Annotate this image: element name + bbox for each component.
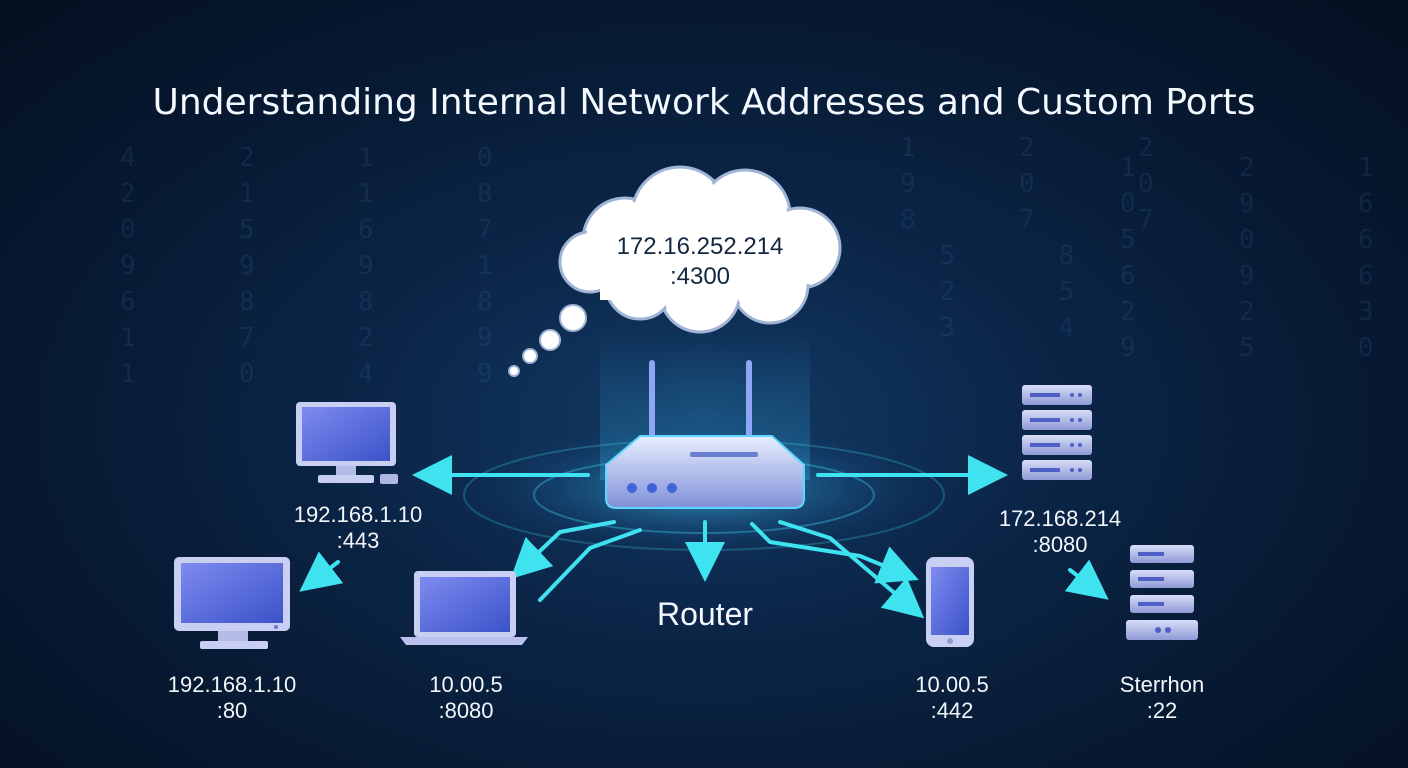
thought-cloud <box>508 165 842 377</box>
device-port: :80 <box>216 698 248 723</box>
device-port: :442 <box>930 698 974 723</box>
background-digits: 1 2 1 7 0 9 6 7 5 0 6 9 6 9 6 6 2 2 3 8 … <box>1120 153 1398 363</box>
laptop-icon <box>400 571 528 645</box>
server-icon <box>1126 545 1198 640</box>
background-digits: 1 2 2 9 0 0 8 7 7 5 8 2 5 3 4 <box>900 133 1178 343</box>
cloud-port: :4300 <box>669 263 731 290</box>
device-ip: 192.168.1.10 <box>167 672 297 697</box>
device-port: :443 <box>336 528 380 553</box>
phone-address-label: 10.00.5 :442 <box>872 672 1032 724</box>
device-port: :8080 <box>438 698 494 723</box>
router-label: Router <box>656 596 754 632</box>
desktop-address-label: 192.168.1.10 :443 <box>268 502 448 554</box>
background-digits: 4 2 1 0 2 1 1 8 0 5 6 7 9 9 9 1 6 8 8 8 … <box>120 143 517 389</box>
desktop-monitor-icon <box>296 402 398 484</box>
device-ip: Sterrhon <box>1119 672 1205 697</box>
device-ip: 192.168.1.10 <box>293 502 423 527</box>
device-ip: 10.00.5 <box>429 672 503 697</box>
cloud-ip: 172.16.252.214 <box>616 233 784 260</box>
monitor-address-label: 192.168.1.10 :80 <box>142 672 322 724</box>
connection-arrows <box>299 455 1109 619</box>
server-stack-icon <box>1022 385 1092 480</box>
cloud-address: 172.16.252.214 :4300 <box>590 232 810 292</box>
diagram-title: Understanding Internal Network Addresses… <box>152 82 1256 123</box>
device-port: :22 <box>1146 698 1178 723</box>
monitor-icon <box>174 557 290 649</box>
device-ip: 172.168.214 <box>998 506 1122 531</box>
laptop-address-label: 10.00.5 :8080 <box>386 672 546 724</box>
server-address-label: Sterrhon :22 <box>1082 672 1242 724</box>
smartphone-icon <box>926 557 974 647</box>
device-port: :8080 <box>1032 532 1088 557</box>
router-icon <box>605 360 805 509</box>
server-stack-address-label: 172.168.214 :8080 <box>970 506 1150 558</box>
device-ip: 10.00.5 <box>915 672 989 697</box>
